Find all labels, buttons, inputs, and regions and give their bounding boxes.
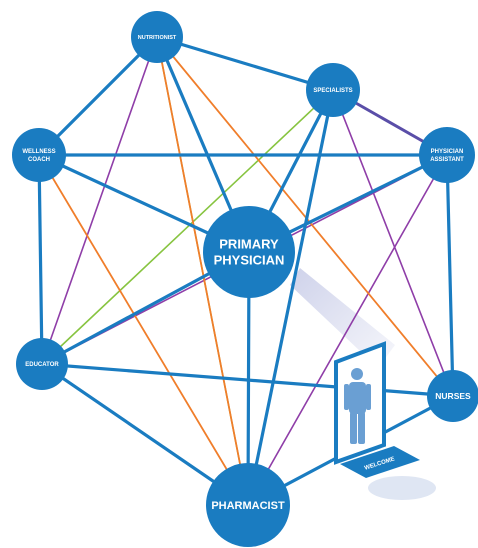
node-circle-physician-assistant — [419, 127, 475, 183]
node-label-educator: EDUCATOR — [25, 362, 59, 368]
node-educator: EDUCATOR — [16, 338, 68, 390]
node-wellness-coach: WELLNESS COACH — [12, 128, 66, 182]
welcome-mat — [340, 446, 420, 478]
edge-specialists-to-pharmacist — [246, 88, 335, 507]
node-label-physician-assistant: PHYSICIAN — [431, 149, 464, 155]
node-nurses: NURSES — [427, 370, 478, 422]
node-nutritionist: NUTRITIONIST — [131, 11, 183, 63]
node-label-wellness-coach: WELLNESS — [22, 149, 55, 155]
node-specialists: SPECIALISTS — [306, 63, 360, 117]
doorway-illustration: WELCOME — [334, 341, 436, 500]
care-team-nodes: NUTRITIONIST SPECIALISTS PHYSICIAN ASSISTAN… — [12, 11, 478, 547]
edge-specialists-to-educator — [41, 89, 334, 365]
edge-nutritionist-to-wellness-coach — [37, 35, 159, 157]
node-label-primary-physician: PHYSICIAN — [214, 253, 285, 268]
edge-nutritionist-to-educator — [41, 36, 158, 365]
node-label-nurses: NURSES — [435, 391, 471, 401]
node-label-specialists: SPECIALISTS — [313, 88, 352, 94]
node-label-physician-assistant: ASSISTANT — [430, 157, 464, 163]
node-label-nutritionist: NUTRITIONIST — [138, 35, 177, 41]
node-pharmacist: PHARMACIST — [206, 463, 290, 547]
node-circle-wellness-coach — [12, 128, 66, 182]
node-label-wellness-coach: COACH — [28, 157, 50, 163]
edge-nutritionist-to-pharmacist — [156, 36, 249, 506]
person-shadow — [368, 476, 436, 500]
node-circle-specialists — [306, 63, 360, 117]
edge-nurses-to-physician-assistant — [445, 153, 455, 398]
node-circle-primary-physician — [203, 206, 295, 298]
edge-nutritionist-to-specialists — [155, 35, 335, 92]
node-circle-nutritionist — [131, 11, 183, 63]
node-circle-pharmacist — [206, 463, 290, 547]
edge-wellness-coach-to-pharmacist — [38, 154, 249, 506]
node-label-primary-physician: PRIMARY — [219, 237, 279, 252]
node-circle-nurses — [427, 370, 478, 422]
node-label-pharmacist: PHARMACIST — [211, 500, 285, 512]
light-beam — [290, 268, 395, 368]
node-physician-assistant: PHYSICIAN ASSISTANT — [419, 127, 475, 183]
node-circle-educator — [16, 338, 68, 390]
edge-physician-assistant-to-pharmacist — [247, 154, 448, 506]
edge-nutritionist-to-nurses — [156, 36, 454, 397]
edge-wellness-coach-to-educator — [37, 153, 44, 366]
edge-specialists-to-nurses — [332, 89, 454, 397]
person-icon — [344, 368, 371, 444]
